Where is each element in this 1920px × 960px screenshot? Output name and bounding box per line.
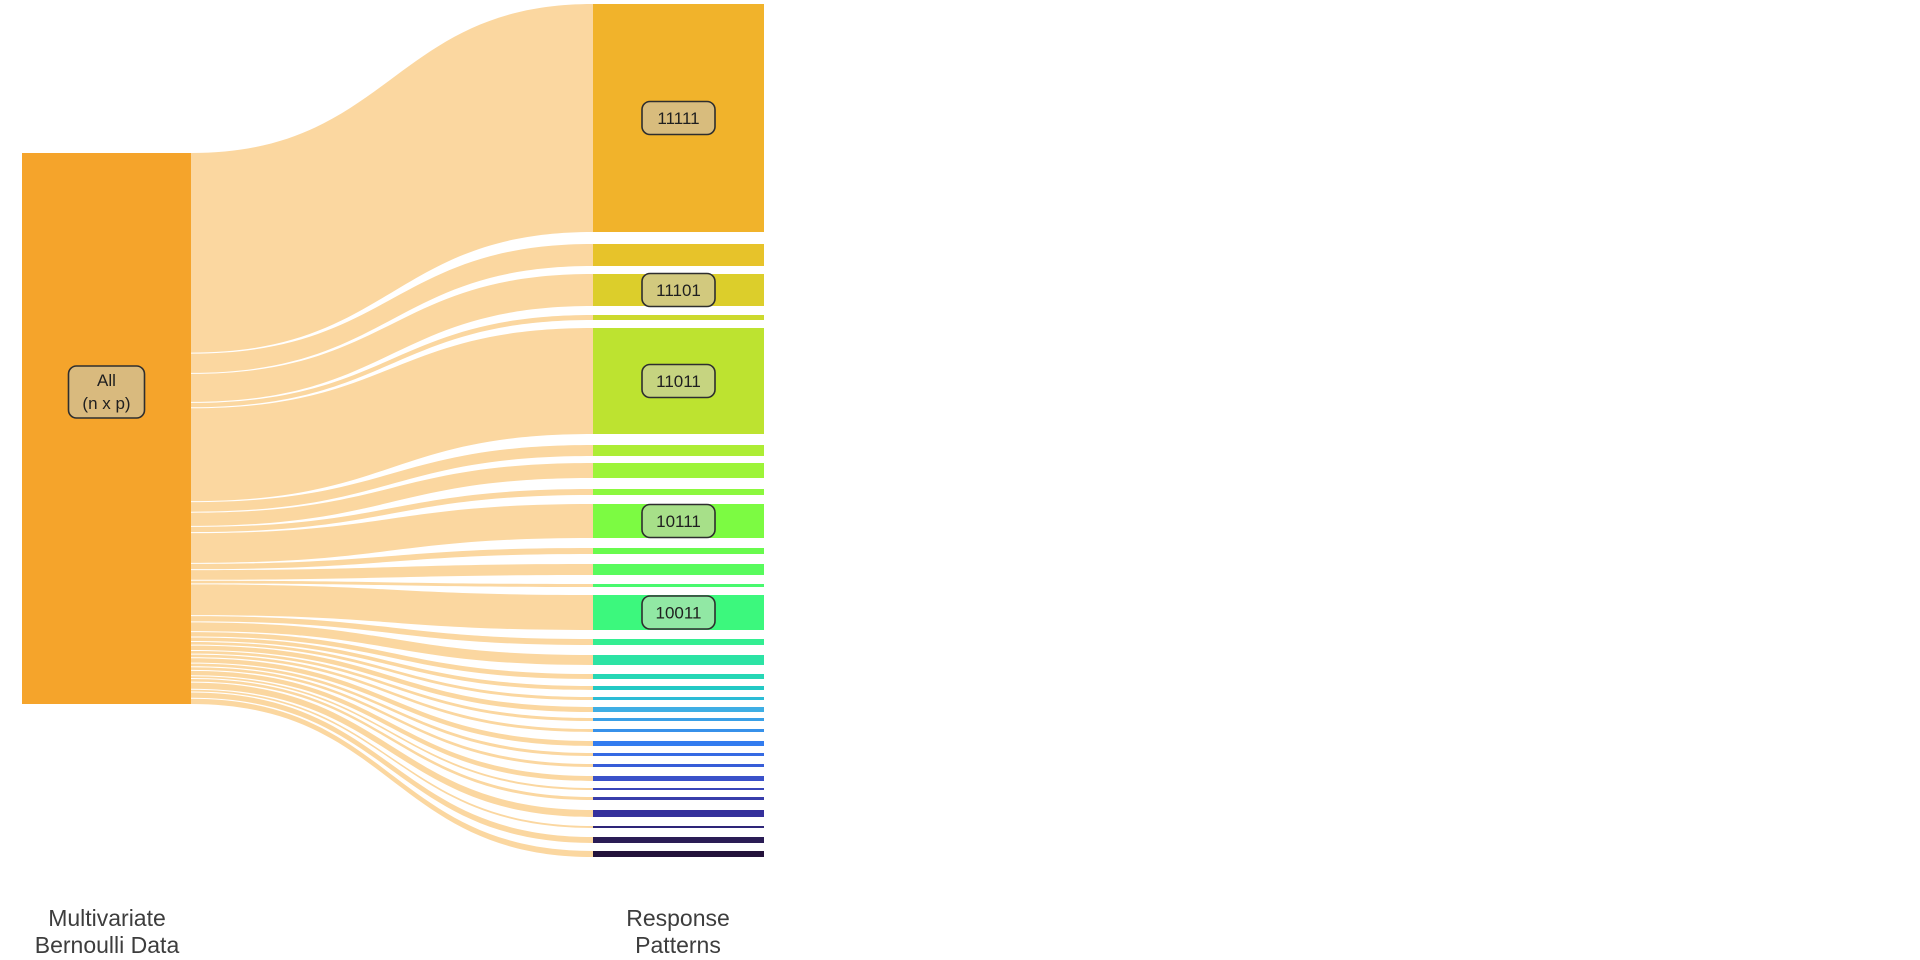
pattern-label-box-11111 xyxy=(641,100,716,136)
target-band-01011 xyxy=(593,729,764,732)
pattern-label-text-11011: 11011 xyxy=(656,372,701,391)
flow-ribbon-11101 xyxy=(191,274,593,402)
target-band-11000 xyxy=(593,489,764,495)
flow-ribbon-11000 xyxy=(191,489,593,533)
source-node-label-box xyxy=(67,365,146,419)
target-band-01101 xyxy=(593,707,764,712)
target-band-00010 xyxy=(593,837,764,843)
flow-ribbon-01110 xyxy=(191,641,593,700)
right-column-axis-label: Response Patterns xyxy=(528,905,828,959)
pattern-label-text-10011: 10011 xyxy=(655,604,701,623)
target-band-01000 xyxy=(593,764,764,767)
target-band-00101 xyxy=(593,797,764,800)
target-band-01010 xyxy=(593,741,764,746)
pattern-label-text-10111: 10111 xyxy=(656,512,701,531)
target-band-10100 xyxy=(593,584,764,587)
target-band-00110 xyxy=(593,788,764,790)
flow-ribbon-10011 xyxy=(191,584,593,630)
flow-ribbon-10001 xyxy=(191,622,593,665)
target-band-11001 xyxy=(593,463,764,478)
flow-ribbon-00010 xyxy=(191,692,593,843)
target-band-10010 xyxy=(593,639,764,645)
flow-ribbon-10010 xyxy=(191,616,593,645)
pattern-label-box-11101 xyxy=(641,272,716,308)
flow-ribbon-10000 xyxy=(191,632,593,679)
flow-ribbon-10101 xyxy=(191,564,593,580)
target-band-01110 xyxy=(593,697,764,700)
flow-ribbon-00011 xyxy=(191,689,593,828)
target-band-00001 xyxy=(593,851,764,857)
target-band-11100 xyxy=(593,315,764,320)
source-node-label-line1: All xyxy=(97,371,116,390)
flow-ribbon-01010 xyxy=(191,658,593,746)
target-band-00100 xyxy=(593,810,764,817)
target-band-01001 xyxy=(593,753,764,756)
flow-ribbon-10110 xyxy=(191,548,593,570)
source-node-label-line2: (n x p) xyxy=(82,394,130,413)
flow-ribbon-00101 xyxy=(191,678,593,800)
target-band-01111 xyxy=(593,686,764,690)
flow-ribbon-01101 xyxy=(191,645,593,712)
target-band-01100 xyxy=(593,718,764,721)
pattern-label-box-10011 xyxy=(641,595,716,630)
flow-ribbon-00100 xyxy=(191,682,593,817)
flow-ribbon-10111 xyxy=(191,504,593,563)
left-column-axis-label: Multivariate Bernoulli Data xyxy=(0,905,257,959)
right-axis-label-line1: Response xyxy=(626,905,730,931)
pattern-label-text-11101: 11101 xyxy=(656,281,701,300)
flow-ribbon-01100 xyxy=(191,650,593,721)
target-band-10101 xyxy=(593,564,764,575)
target-band-00011 xyxy=(593,826,764,828)
flow-ribbon-10100 xyxy=(191,580,593,587)
target-band-00111 xyxy=(593,776,764,781)
target-band-11010 xyxy=(593,445,764,456)
flow-ribbon-01001 xyxy=(191,663,593,756)
pattern-label-box-11011 xyxy=(641,363,716,399)
left-axis-label-line1: Multivariate xyxy=(48,905,166,931)
right-axis-label-line2: Patterns xyxy=(635,932,721,958)
flow-ribbon-00110 xyxy=(191,676,593,790)
flow-ribbon-11110 xyxy=(191,244,593,373)
flow-ribbon-11100 xyxy=(191,315,593,408)
flow-ribbon-01011 xyxy=(191,654,593,732)
flow-ribbon-00001 xyxy=(191,698,593,857)
target-band-10001 xyxy=(593,655,764,665)
flow-ribbon-11010 xyxy=(191,445,593,512)
target-band-10000 xyxy=(593,674,764,679)
source-node xyxy=(22,153,191,704)
target-band-11110 xyxy=(593,244,764,266)
target-band-10110 xyxy=(593,548,764,554)
flow-ribbon-11111 xyxy=(191,4,593,353)
flow-ribbon-01000 xyxy=(191,667,593,767)
left-axis-label-line2: Bernoulli Data xyxy=(34,932,180,958)
pattern-label-box-10111 xyxy=(641,503,716,539)
flow-ribbon-01111 xyxy=(191,637,593,690)
flow-ribbon-11011 xyxy=(191,328,593,502)
flow-ribbon-11001 xyxy=(191,463,593,526)
flow-ribbon-00111 xyxy=(191,670,593,781)
pattern-label-text-11111: 11111 xyxy=(657,109,699,128)
